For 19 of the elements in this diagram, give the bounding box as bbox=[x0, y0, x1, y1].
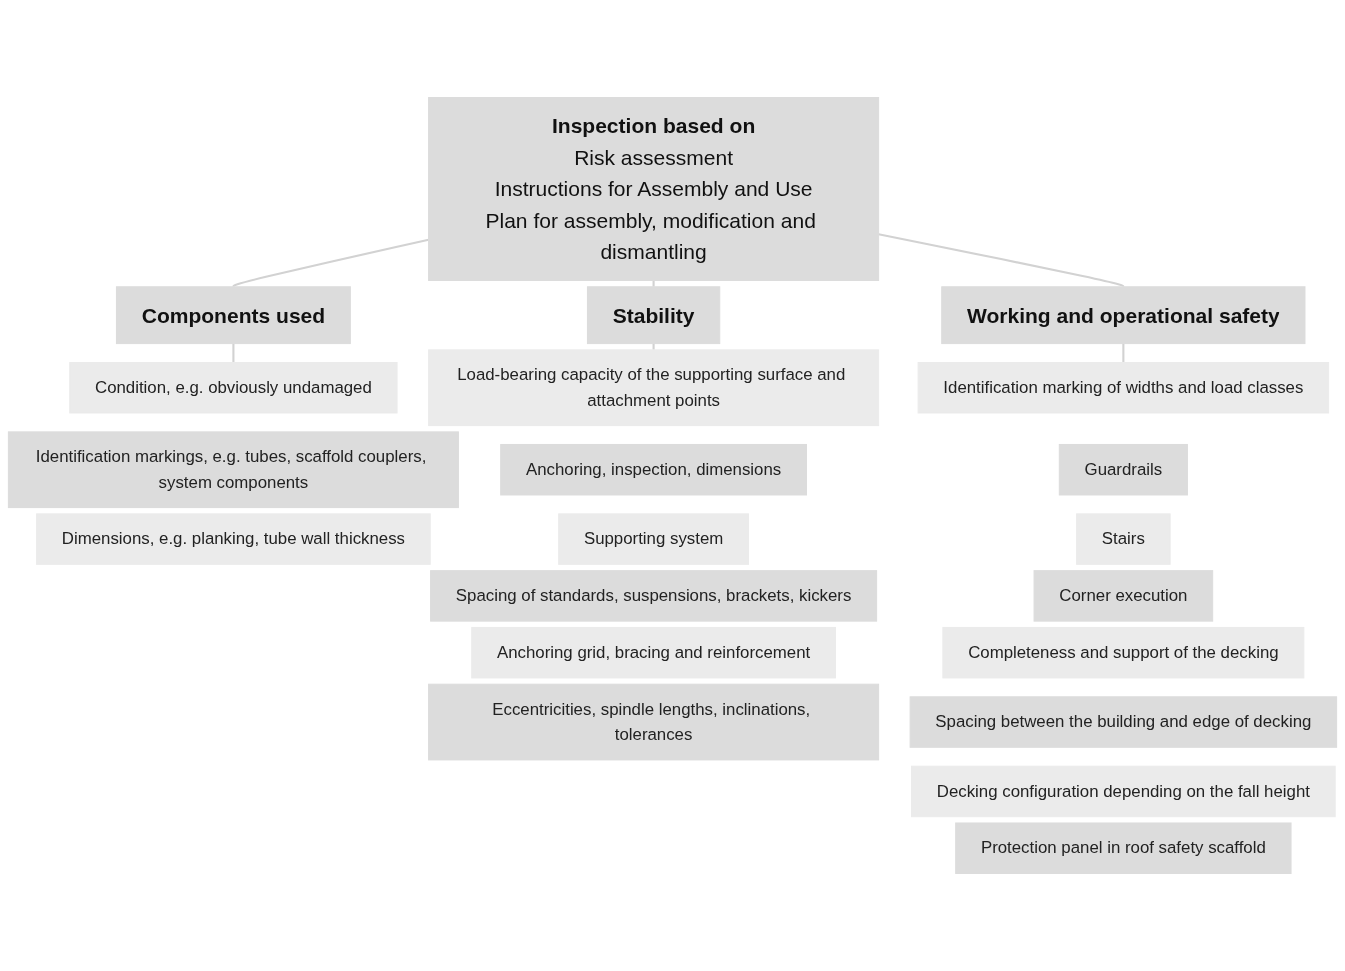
node-box: Components used bbox=[115, 286, 351, 345]
node-box: Spacing between the building and edge of decking bbox=[909, 696, 1338, 748]
node-box: Identification marking of widths and load classes bbox=[917, 361, 1330, 414]
node-box: Eccentricities, spindle lengths, inclinations, tolerances bbox=[428, 683, 880, 761]
node-box: Load-bearing capacity of the supporting surface and attachment points bbox=[428, 349, 880, 427]
node-box: Corner execution bbox=[1033, 570, 1214, 622]
node-box: Spacing of standards, suspensions, brackets, kickers bbox=[430, 570, 878, 622]
node-box: Anchoring, inspection, dimensions bbox=[500, 443, 807, 496]
connector bbox=[232, 238, 429, 288]
node-box: Protection panel in roof safety scaffold bbox=[955, 822, 1292, 874]
node-box: Stability bbox=[586, 286, 721, 345]
node-box: Identification markings, e.g. tubes, scaffold couplers, system components bbox=[7, 431, 459, 509]
node-box: Working and operational safety bbox=[941, 286, 1306, 345]
node-box: Condition, e.g. obviously undamaged bbox=[69, 361, 398, 414]
connector bbox=[232, 343, 235, 363]
connector bbox=[1122, 343, 1125, 363]
node-box: Guardrails bbox=[1058, 443, 1188, 496]
connector bbox=[878, 233, 1125, 288]
node-box: Inspection based on Risk assessment Instructions for Assembly and Use Plan for assembly, modification and dismantling bbox=[428, 97, 880, 281]
